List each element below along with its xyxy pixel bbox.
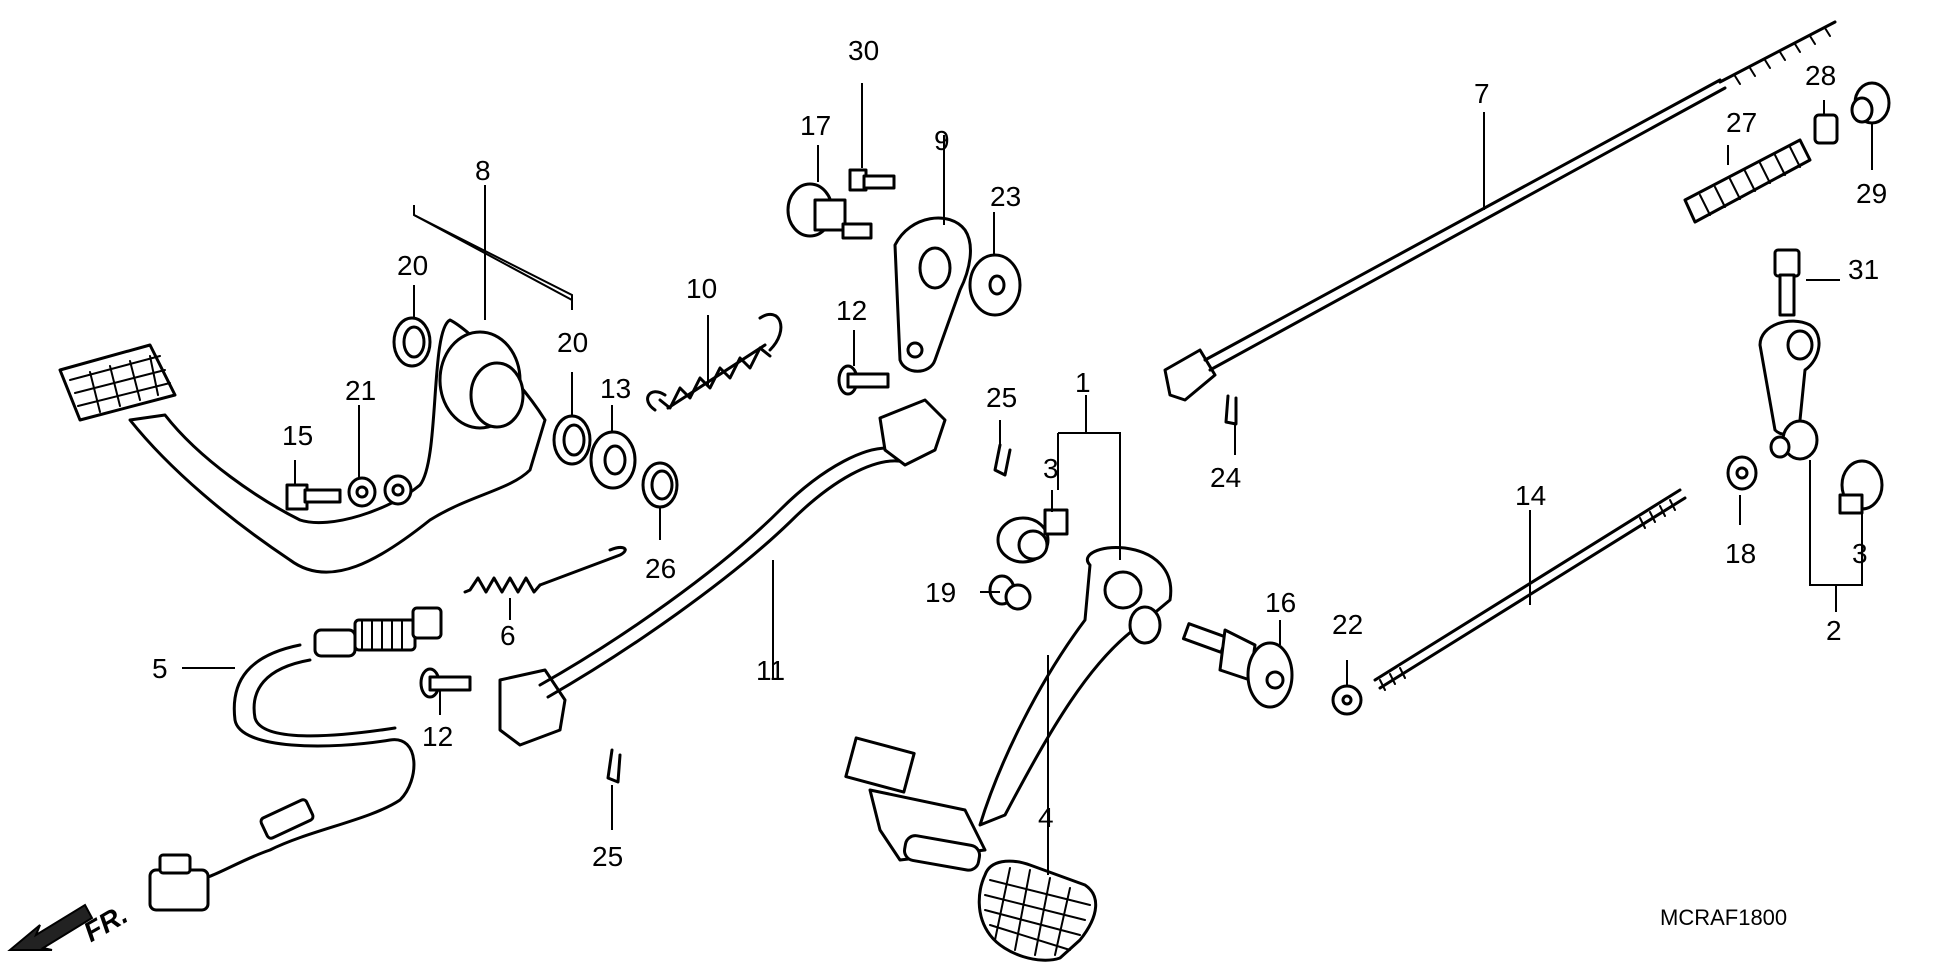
shift-rubber-4 [977, 859, 1098, 962]
washer-13 [589, 430, 637, 490]
cotter-pin-bottom [606, 748, 622, 784]
brake-rod-11 [498, 398, 947, 747]
callout-21: 21 [345, 375, 376, 406]
bushing-left [392, 316, 432, 368]
rod-14 [1373, 488, 1687, 691]
callout-25-bottom: 25 [592, 841, 623, 872]
leader-lines [182, 83, 1873, 875]
nut-19 [988, 574, 1032, 611]
washer-23 [968, 253, 1022, 317]
clevis-pin-left [419, 667, 472, 699]
clevis-pin-top [837, 364, 890, 396]
stop-switch-cable [148, 606, 443, 912]
callout-5: 5 [152, 653, 168, 684]
callout-3-left: 3 [1043, 453, 1059, 484]
callout-11: 11 [756, 655, 785, 686]
callout-16: 16 [1265, 587, 1296, 618]
ball-joint-3-right [1838, 459, 1884, 515]
callout-12-bottom: 12 [422, 721, 453, 752]
callout-23: 23 [990, 181, 1021, 212]
callout-labels: 1 2 3 3 4 5 6 7 8 9 10 11 12 12 13 14 15… [152, 35, 1887, 872]
callout-8: 8 [475, 155, 491, 186]
callout-2: 2 [1826, 615, 1842, 646]
bolt-31 [1773, 248, 1801, 317]
shift-pedal-1 [844, 545, 1173, 872]
front-direction-marker: FR. [7, 898, 133, 951]
nut-22 [1331, 684, 1363, 716]
circlip-26 [641, 461, 679, 509]
callout-29: 29 [1856, 178, 1887, 209]
bracket-9 [893, 216, 972, 373]
callout-18: 18 [1725, 538, 1756, 569]
nut-18 [1726, 455, 1758, 491]
bushing-right [552, 414, 592, 466]
collar-28 [1813, 113, 1839, 145]
callout-20-left: 20 [397, 250, 428, 281]
callout-17: 17 [800, 110, 831, 141]
callout-30: 30 [848, 35, 879, 66]
callout-12-top: 12 [836, 295, 867, 326]
ball-joint-3-left [996, 508, 1069, 564]
callout-25-top: 25 [986, 382, 1017, 413]
callout-24: 24 [1210, 462, 1241, 493]
callout-15: 15 [282, 420, 313, 451]
cotter-pin-24 [1224, 394, 1238, 426]
callout-28: 28 [1805, 60, 1836, 91]
callout-31: 31 [1848, 254, 1879, 285]
nut-29 [1850, 81, 1891, 125]
bolt-30 [848, 168, 896, 192]
callout-27: 27 [1726, 107, 1757, 138]
callout-10: 10 [686, 273, 717, 304]
rod-7 [1163, 20, 1837, 402]
front-arrow-icon [7, 903, 94, 951]
callout-1: 1 [1075, 367, 1091, 398]
spring-6 [463, 546, 627, 594]
bolt-15 [285, 483, 342, 511]
callout-3-right: 3 [1852, 538, 1868, 569]
brake-pedal [58, 318, 547, 574]
callout-26: 26 [645, 553, 676, 584]
callout-22: 22 [1332, 609, 1363, 640]
pivot-bolt-17 [786, 182, 873, 240]
callout-4: 4 [1038, 802, 1054, 833]
shift-arm-2 [1758, 319, 1821, 461]
spring-27 [1683, 138, 1812, 224]
callout-13: 13 [600, 373, 631, 404]
cotter-pin-top [993, 443, 1012, 477]
callout-14: 14 [1515, 480, 1546, 511]
callout-7: 7 [1474, 78, 1490, 109]
callout-9: 9 [934, 125, 950, 156]
spring-10 [646, 312, 783, 412]
pivot-bolt-16 [1181, 622, 1294, 709]
callout-19: 19 [925, 577, 956, 608]
diagram-code: MCRAF1800 [1660, 905, 1787, 930]
callout-20-right: 20 [557, 327, 588, 358]
nut-21 [347, 474, 413, 508]
callout-6: 6 [500, 620, 516, 651]
